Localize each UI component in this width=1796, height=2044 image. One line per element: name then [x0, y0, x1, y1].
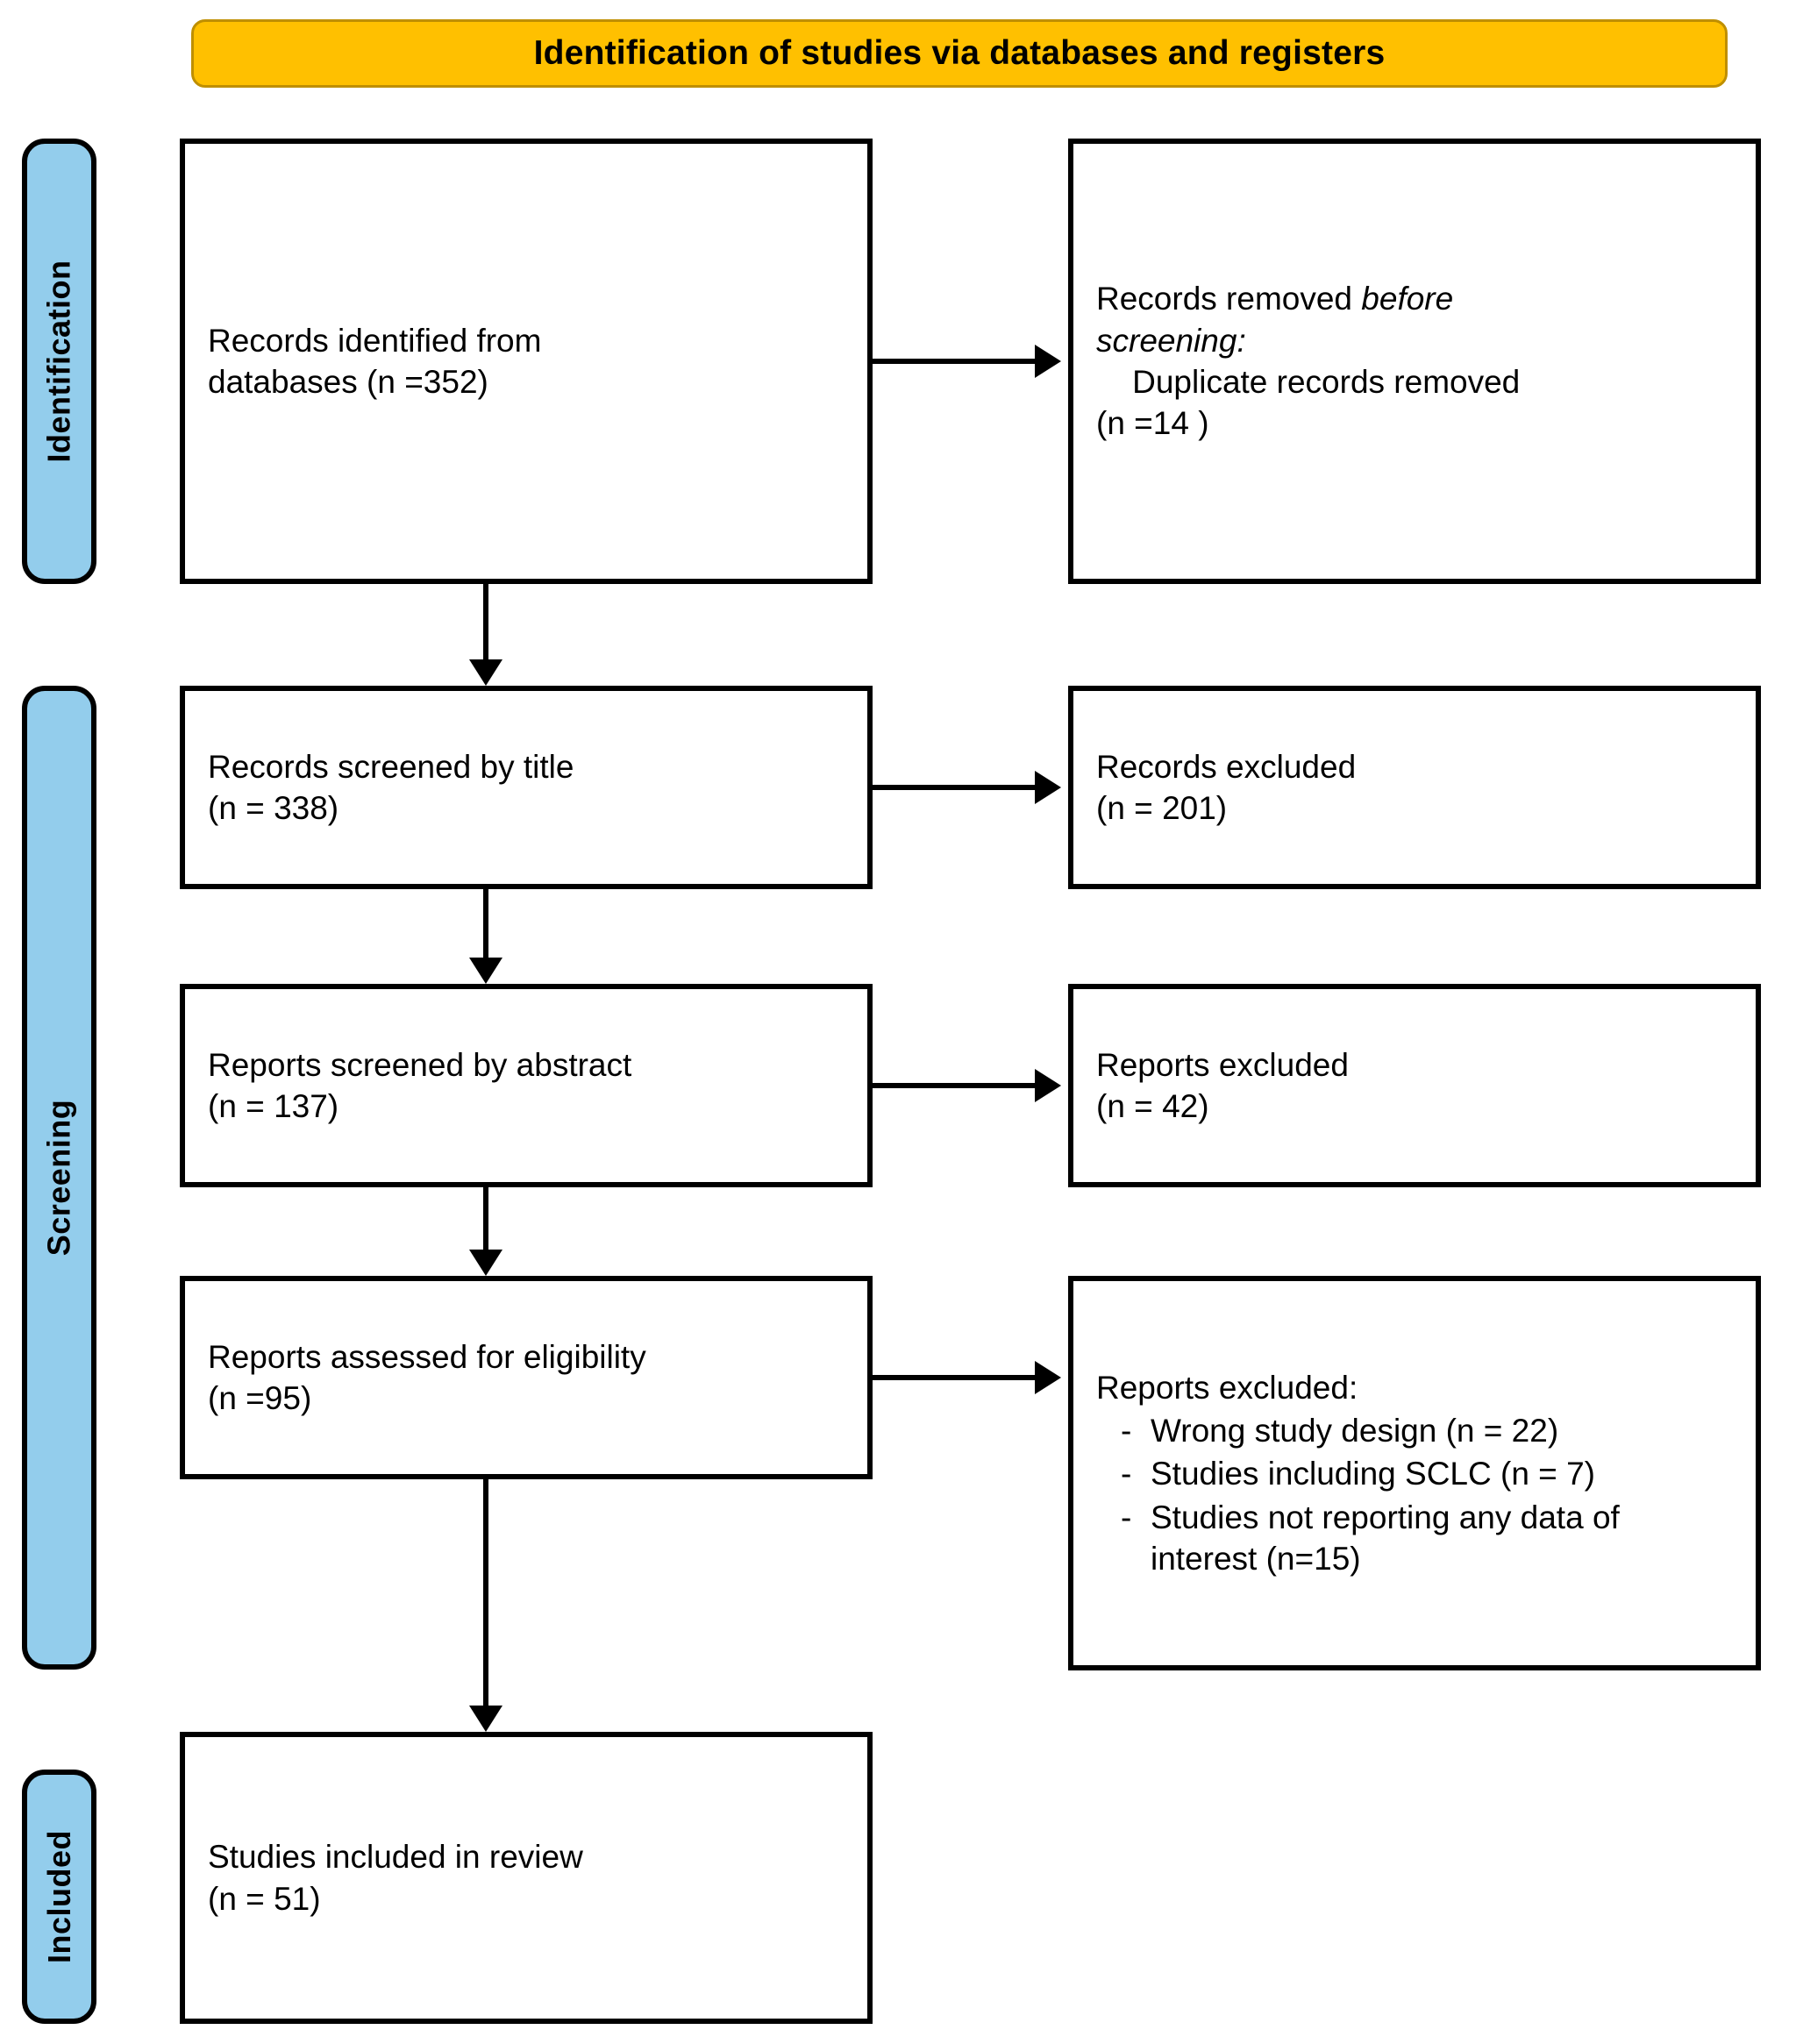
box-records-removed-before-screening: Records removed before screening: Duplic…	[1068, 139, 1761, 584]
box-reports-screened-text: Reports screened by abstract (n = 137)	[208, 1046, 632, 1124]
arrowhead-identified-to-removed	[1035, 345, 1061, 378]
bullet-dash: -	[1121, 1412, 1132, 1449]
box-records-removed-text: Records removed before screening: Duplic…	[1096, 278, 1733, 444]
arrowhead-eligibility-to-included	[469, 1706, 502, 1732]
stage-identification: Identification	[22, 139, 96, 584]
stage-screening: Screening	[22, 686, 96, 1670]
connector-abstract-to-excluded	[873, 1083, 1035, 1088]
reports-excluded-list: - Wrong study design (n = 22) - Studies …	[1096, 1408, 1733, 1579]
records-removed-italic: before screening	[1096, 281, 1454, 359]
stage-screening-label: Screening	[40, 1099, 77, 1257]
list-item-text: Studies including SCLC (n = 7)	[1151, 1456, 1595, 1492]
box-studies-included-text: Studies included in review (n = 51)	[208, 1839, 583, 1917]
stage-identification-label: Identification	[40, 260, 77, 463]
reports-excluded-heading: Reports excluded:	[1096, 1369, 1358, 1406]
stage-included: Included	[22, 1770, 96, 2024]
box-records-screened-text: Records screened by title (n = 338)	[208, 748, 574, 826]
records-removed-lead: Records removed	[1096, 281, 1362, 317]
connector-screened-to-excluded	[873, 785, 1035, 790]
box-studies-included: Studies included in review (n = 51)	[180, 1732, 873, 2024]
connector-eligibility-to-excluded-detail	[873, 1375, 1035, 1380]
records-removed-rest: Duplicate records removed (n =14 )	[1096, 364, 1521, 442]
banner-identification: Identification of studies via databases …	[191, 19, 1728, 88]
arrowhead-abstract-to-excluded	[1035, 1069, 1061, 1102]
list-item-text: Studies not reporting any data of intere…	[1151, 1499, 1620, 1578]
box-reports-assessed-eligibility: Reports assessed for eligibility (n =95)	[180, 1276, 873, 1479]
list-item: - Studies including SCLC (n = 7)	[1096, 1453, 1733, 1494]
arrowhead-screened-to-excluded	[1035, 771, 1061, 804]
connector-screened-to-abstract	[483, 889, 488, 958]
connector-identified-to-removed	[873, 359, 1035, 364]
arrowhead-identified-to-screened	[469, 659, 502, 686]
list-item: - Wrong study design (n = 22)	[1096, 1410, 1733, 1451]
connector-eligibility-to-included	[483, 1479, 488, 1706]
arrowhead-eligibility-to-excluded-detail	[1035, 1361, 1061, 1394]
box-records-excluded: Records excluded (n = 201)	[1068, 686, 1761, 889]
box-reports-excluded-text: Reports excluded (n = 42)	[1096, 1046, 1349, 1124]
box-records-identified-text: Records identified from databases (n =35…	[208, 322, 542, 400]
arrowhead-screened-to-abstract	[469, 958, 502, 984]
box-records-excluded-text: Records excluded (n = 201)	[1096, 748, 1357, 826]
box-records-identified: Records identified from databases (n =35…	[180, 139, 873, 584]
list-item-text: Wrong study design (n = 22)	[1151, 1412, 1559, 1449]
records-removed-colon: :	[1237, 322, 1246, 359]
connector-identified-to-screened	[483, 584, 488, 659]
box-reports-excluded-detail: Reports excluded: - Wrong study design (…	[1068, 1276, 1761, 1670]
stage-included-label: Included	[40, 1829, 77, 1964]
bullet-dash: -	[1121, 1499, 1132, 1535]
connector-abstract-to-eligibility	[483, 1187, 488, 1250]
box-reports-screened-abstract: Reports screened by abstract (n = 137)	[180, 984, 873, 1187]
banner-title: Identification of studies via databases …	[533, 34, 1386, 72]
box-reports-excluded: Reports excluded (n = 42)	[1068, 984, 1761, 1187]
bullet-dash: -	[1121, 1456, 1132, 1492]
list-item: - Studies not reporting any data of inte…	[1096, 1497, 1733, 1580]
box-records-screened: Records screened by title (n = 338)	[180, 686, 873, 889]
arrowhead-abstract-to-eligibility	[469, 1250, 502, 1276]
box-reports-assessed-text: Reports assessed for eligibility (n =95)	[208, 1338, 646, 1416]
